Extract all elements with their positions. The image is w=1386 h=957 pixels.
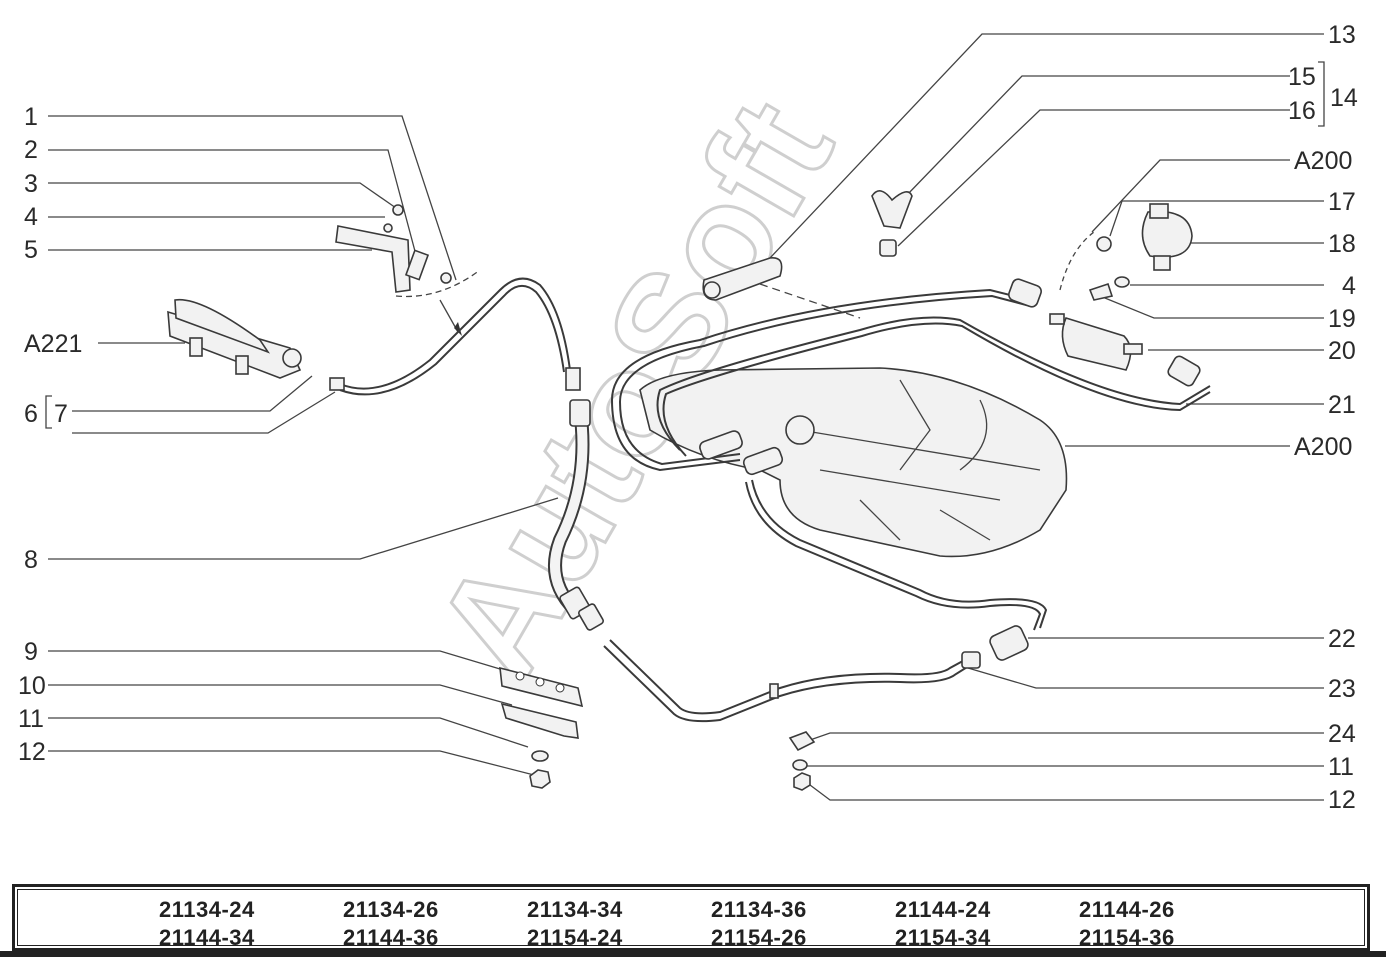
fuel-filter-20 — [1049, 313, 1143, 371]
callout-2: 2 — [24, 136, 38, 164]
callout-20: 20 — [1328, 337, 1356, 365]
callout-24: 24 — [1328, 720, 1356, 748]
callout-5: 5 — [24, 236, 38, 264]
table-bottom-edge — [0, 951, 1386, 957]
callout-22: 22 — [1328, 625, 1356, 653]
callout-A200-bottom: A200 — [1294, 433, 1352, 461]
callout-11-right: 11 — [1328, 753, 1354, 781]
model-codes-table: 21134-24 21134-26 21134-34 21134-36 2114… — [12, 884, 1370, 951]
model-code: 21144-26 — [1079, 897, 1175, 922]
model-code: 21134-26 — [343, 897, 439, 922]
model-code: 21144-36 — [343, 925, 439, 950]
callout-A200-top: A200 — [1294, 147, 1352, 175]
rigid-line-23 — [603, 639, 981, 723]
model-code: 21154-36 — [1079, 925, 1175, 950]
nut-12 — [529, 769, 551, 789]
callout-4: 4 — [24, 203, 38, 231]
washer-11 — [531, 750, 549, 762]
table-inner-border — [17, 889, 1365, 946]
nut-17 — [1096, 236, 1112, 252]
nut-12-right — [793, 772, 811, 791]
model-code: 21154-34 — [895, 925, 991, 950]
connector-22 — [989, 625, 1029, 661]
dashed-A200 — [1059, 231, 1095, 291]
feed-line-6 — [329, 277, 581, 396]
callout-17: 17 — [1328, 188, 1356, 216]
callout-4-right: 4 — [1342, 272, 1356, 300]
callout-A221: A221 — [24, 330, 82, 358]
clamp-18 — [1141, 203, 1193, 271]
bracket-5 — [335, 204, 452, 293]
clip-15 — [871, 190, 913, 229]
model-code: 21154-24 — [527, 925, 623, 950]
callout-19: 19 — [1328, 305, 1356, 333]
dashed-guide — [759, 283, 861, 319]
bolt-19 — [1088, 282, 1114, 301]
clip-16 — [879, 239, 897, 257]
model-code: 21144-34 — [159, 925, 255, 950]
callout-8: 8 — [24, 546, 38, 574]
arrow-head — [454, 322, 462, 336]
labels-right: 13 15 14 16 A200 17 18 4 19 20 21 A200 2… — [1288, 21, 1358, 814]
callout-16: 16 — [1288, 97, 1316, 125]
hose-piece-13 — [702, 257, 783, 301]
callout-14: 14 — [1330, 84, 1358, 112]
clip-24 — [788, 731, 816, 752]
fuel-rail-A221 — [167, 298, 302, 379]
leader-lines-right — [769, 33, 1325, 801]
exploded-parts-diagram: AutoSoft — [18, 21, 1358, 814]
washer-4 — [1114, 276, 1130, 288]
callout-9: 9 — [24, 638, 38, 666]
washer-11-right — [792, 759, 808, 771]
fuel-tank-A200 — [639, 367, 1068, 558]
callout-21: 21 — [1328, 391, 1356, 419]
callout-18: 18 — [1328, 230, 1356, 258]
callout-15: 15 — [1288, 63, 1316, 91]
callout-7: 7 — [54, 400, 68, 428]
callout-1: 1 — [24, 103, 38, 131]
leader-lines-left — [45, 115, 559, 776]
callout-3: 3 — [24, 170, 38, 198]
callout-12: 12 — [18, 738, 46, 766]
callout-23: 23 — [1328, 675, 1356, 703]
model-code: 21134-24 — [159, 897, 255, 922]
tank-lines — [610, 278, 1211, 631]
callout-10: 10 — [18, 672, 46, 700]
model-code: 21154-26 — [711, 925, 807, 950]
bracket-10 — [500, 702, 579, 739]
callout-11: 11 — [18, 705, 44, 733]
model-code: 21144-24 — [895, 897, 991, 922]
callout-6: 6 — [24, 400, 38, 428]
model-code: 21134-36 — [711, 897, 807, 922]
callout-13: 13 — [1328, 21, 1356, 49]
model-code: 21134-34 — [527, 897, 623, 922]
clip-9 — [499, 666, 584, 708]
flexible-hose-8 — [548, 399, 604, 631]
labels-left: 1 2 3 4 5 A221 6 7 8 9 10 11 12 — [18, 103, 82, 766]
callout-12-right: 12 — [1328, 786, 1356, 814]
dashed-arc — [395, 269, 481, 298]
